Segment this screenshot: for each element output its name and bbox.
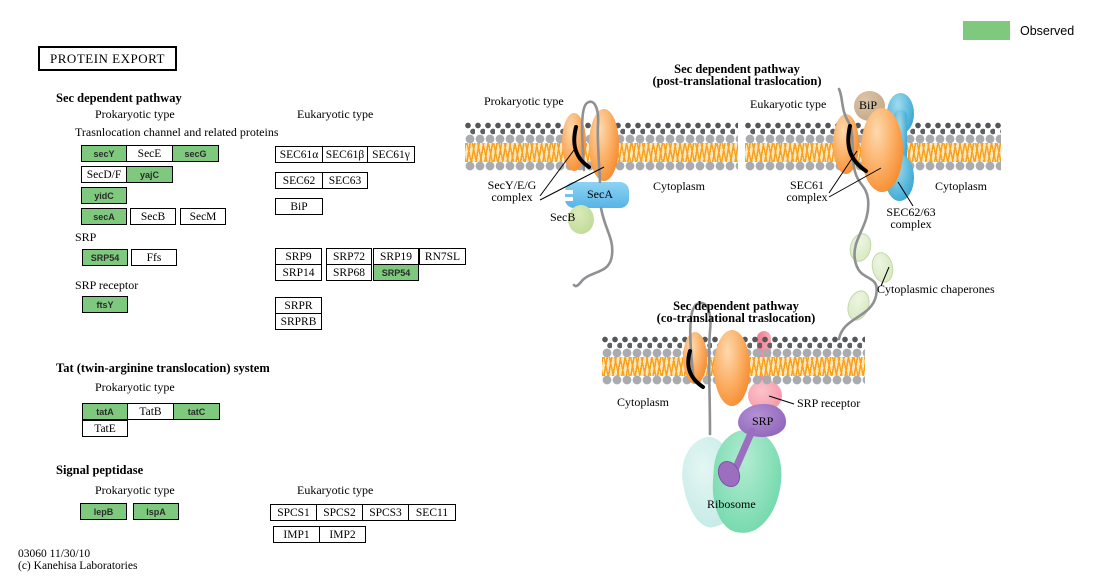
d1-type-label: Prokaryotic type [484, 94, 564, 108]
gene-box-TatB[interactable]: TatB [127, 403, 174, 420]
gene-box-SRP14[interactable]: SRP14 [275, 264, 322, 281]
gene-box-yajC[interactable]: yajC [126, 166, 173, 183]
gene-box-IMP1[interactable]: IMP1 [273, 526, 320, 543]
gene-box-secA[interactable]: secA [81, 208, 127, 225]
gene-box-lspA[interactable]: lspA [133, 503, 179, 520]
gene-box-secG[interactable]: secG [172, 145, 219, 162]
d3-srp-receptor-label: SRP receptor [797, 396, 861, 410]
gene-box-SEC61-[interactable]: SEC61γ [367, 146, 415, 163]
gene-box-Ffs[interactable]: Ffs [131, 249, 177, 266]
srp-receptor-section-label: SRP receptor [75, 278, 139, 292]
gene-box-SEC62[interactable]: SEC62 [275, 172, 323, 189]
chaperone-shape [843, 287, 874, 324]
gene-box-SPCS1[interactable]: SPCS1 [270, 504, 317, 521]
gene-box-SecB[interactable]: SecB [130, 208, 176, 225]
tat-system-header: Tat (twin-arginine translocation) system [56, 361, 270, 375]
translocon-left-shape [683, 332, 707, 384]
gene-box-tatA[interactable]: tatA [82, 403, 128, 420]
gene-box-SRP9[interactable]: SRP9 [275, 248, 322, 265]
gene-box-SecD-F[interactable]: SecD/F [81, 166, 127, 183]
d2-bip-label: BiP [859, 98, 878, 112]
gene-box-ftsY[interactable]: ftsY [82, 296, 128, 313]
gene-box-TatE[interactable]: TatE [82, 420, 128, 437]
sec-prokaryotic-type-label: Prokaryotic type [95, 107, 175, 121]
gene-box-SecE[interactable]: SecE [126, 145, 173, 162]
sec61-channel-right-shape [861, 108, 903, 192]
secyeg-channel-left-shape [562, 113, 586, 171]
chaperone-shape [846, 230, 875, 265]
gene-box-SRP54[interactable]: SRP54 [373, 264, 419, 281]
d2-cytoplasm-label: Cytoplasm [935, 179, 988, 193]
footer: 03060 11/30/10 (c) Kanehisa Laboratories [18, 548, 137, 572]
gene-box-yidC[interactable]: yidC [81, 187, 127, 204]
sec-eukaryotic-type-label: Eukaryotic type [297, 107, 374, 121]
d3-ribosome-label: Ribosome [707, 497, 756, 511]
gene-box-IMP2[interactable]: IMP2 [319, 526, 366, 543]
d2-header: Sec dependent pathway (post-translationa… [652, 62, 822, 88]
gene-box-SEC61-[interactable]: SEC61β [322, 146, 368, 163]
gene-box-secY[interactable]: secY [81, 145, 127, 162]
gene-box-SRP72[interactable]: SRP72 [326, 248, 372, 265]
d1-secb-label: SecB [550, 210, 576, 224]
observed-legend-swatch [963, 21, 1010, 40]
translocon-right-shape [714, 330, 750, 406]
gene-box-lepB[interactable]: lepB [80, 503, 127, 520]
d2-chaperones-label: Cytoplasmic chaperones [877, 282, 995, 296]
d1-secyeg-complex-label: SecY/E/G complex [487, 178, 537, 204]
gene-box-SRP68[interactable]: SRP68 [326, 264, 372, 281]
d3-header: Sec dependent pathway (co-translational … [656, 299, 816, 325]
pathway-title: PROTEIN EXPORT [50, 50, 165, 66]
gene-box-SEC61-[interactable]: SEC61α [275, 146, 323, 163]
pathway-id-date: 03060 11/30/10 [18, 548, 91, 560]
secyeg-channel-right-shape [589, 109, 619, 181]
observed-legend-label: Observed [1020, 24, 1075, 38]
translocation-channel-label: Trasnlocation channel and related protei… [75, 125, 279, 139]
gene-box-SRPRB[interactable]: SRPRB [275, 313, 322, 330]
gene-box-SPCS2[interactable]: SPCS2 [316, 504, 363, 521]
gene-box-SecM[interactable]: SecM [180, 208, 226, 225]
d2-sec6263-complex-label: SEC62/63 complex [886, 205, 936, 231]
d2-sec61-complex-label: SEC61 complex [786, 178, 828, 204]
gene-box-SRPR[interactable]: SRPR [275, 297, 322, 314]
d3-srp-label: SRP [752, 414, 774, 428]
tat-prokaryotic-type-label: Prokaryotic type [95, 380, 175, 394]
gene-box-SRP19[interactable]: SRP19 [373, 248, 419, 265]
d3-cytoplasm-label: Cytoplasm [617, 395, 670, 409]
d2-type-label: Eukaryotic type [750, 97, 827, 111]
sp-prokaryotic-type-label: Prokaryotic type [95, 483, 175, 497]
ribosome-large-subunit-shape [709, 427, 785, 536]
gene-box-SEC11[interactable]: SEC11 [408, 504, 456, 521]
gene-box-SPCS3[interactable]: SPCS3 [362, 504, 409, 521]
gene-box-SRP54[interactable]: SRP54 [82, 249, 128, 266]
sp-eukaryotic-type-label: Eukaryotic type [297, 483, 374, 497]
gene-box-tatC[interactable]: tatC [173, 403, 220, 420]
gene-box-BiP[interactable]: BiP [275, 198, 323, 215]
signal-peptidase-header: Signal peptidase [56, 463, 144, 477]
d1-cytoplasm-label: Cytoplasm [653, 179, 706, 193]
chaperone-shape [869, 250, 896, 285]
copyright: (c) Kanehisa Laboratories [18, 560, 138, 572]
srp-section-label: SRP [75, 230, 97, 244]
gene-box-RN7SL[interactable]: RN7SL [419, 248, 466, 265]
sec-pathway-header: Sec dependent pathway [56, 91, 182, 105]
d1-seca-label: SecA [587, 187, 613, 201]
sec61-channel-left-shape [833, 114, 859, 174]
pathway-title-box[interactable]: PROTEIN EXPORT [38, 46, 177, 71]
gene-box-SEC63[interactable]: SEC63 [322, 172, 368, 189]
